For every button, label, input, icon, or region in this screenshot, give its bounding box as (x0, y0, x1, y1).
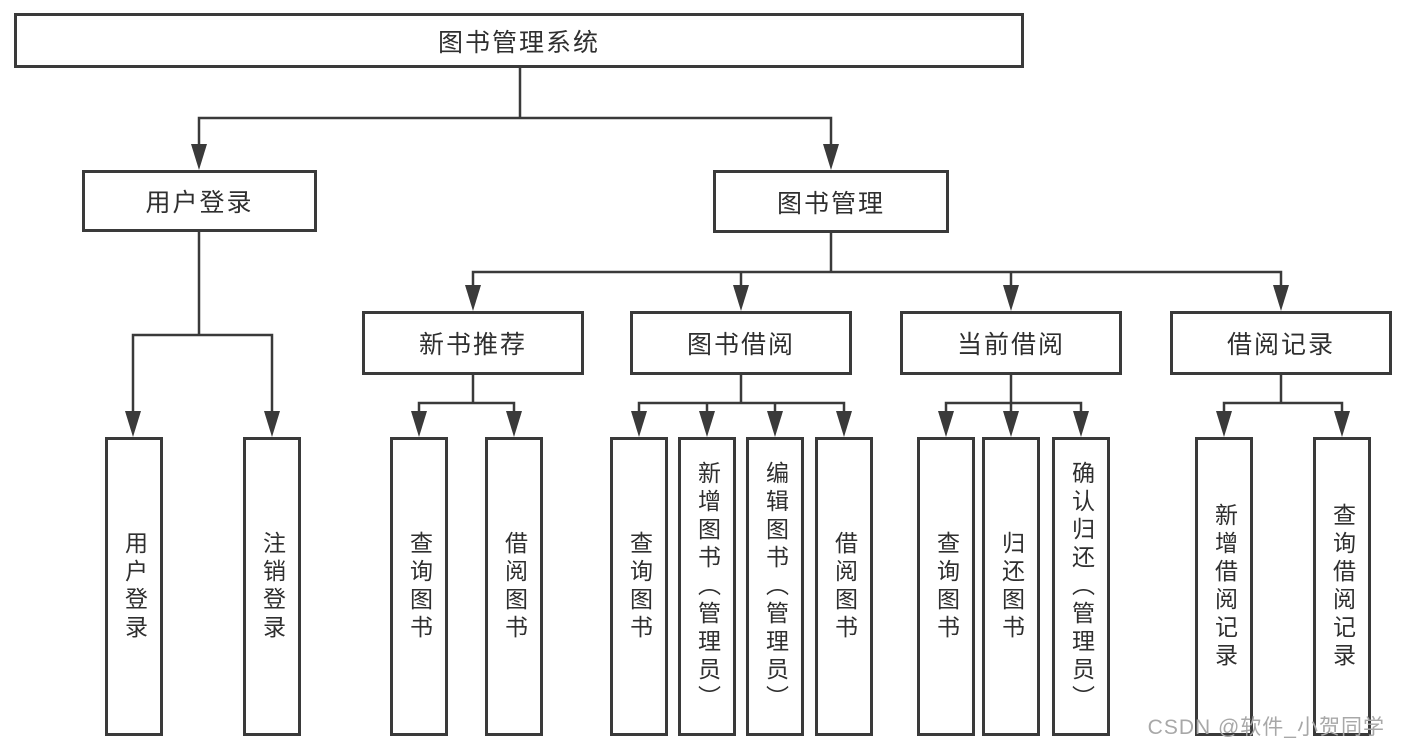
arrowhead-icon (125, 411, 141, 437)
leaf-add-borrow-record: 新增借阅记录 (1195, 437, 1253, 736)
connector-login-to-leaves (131, 230, 274, 417)
arrowhead-icon (733, 285, 749, 311)
leaf-query-books-recommend: 查询图书 (390, 437, 448, 736)
node-user-login: 用户登录 (82, 170, 317, 232)
leaf-return-books: 归还图书 (982, 437, 1040, 736)
leaf-query-borrow-record: 查询借阅记录 (1313, 437, 1371, 736)
leaf-logout: 注销登录 (243, 437, 301, 736)
leaf-confirm-return-admin: 确认归还（管理员） (1052, 437, 1110, 736)
node-borrowing-records: 借阅记录 (1170, 311, 1392, 375)
leaf-user-login: 用户登录 (105, 437, 163, 736)
leaf-add-books-admin: 新增图书（管理员） (678, 437, 736, 736)
arrowhead-icon (264, 411, 280, 437)
arrowhead-icon (411, 411, 427, 437)
arrowhead-icon (823, 144, 839, 170)
csdn-watermark: CSDN @软件_小贺同学 (1147, 716, 1385, 739)
connector-mgmt-to-level3 (471, 231, 1283, 291)
node-library-management-system: 图书管理系统 (14, 13, 1024, 68)
arrowhead-icon (1003, 285, 1019, 311)
arrowhead-icon (1273, 285, 1289, 311)
arrowhead-icon (1003, 411, 1019, 437)
arrowhead-icon (699, 411, 715, 437)
node-new-book-recommendation: 新书推荐 (362, 311, 584, 375)
arrowhead-icon (938, 411, 954, 437)
arrowhead-icon (465, 285, 481, 311)
leaf-query-books-borrowing: 查询图书 (610, 437, 668, 736)
arrowhead-icon (1334, 411, 1350, 437)
arrowhead-icon (767, 411, 783, 437)
arrowhead-icon (191, 144, 207, 170)
node-current-borrowing: 当前借阅 (900, 311, 1122, 375)
arrowhead-icon (836, 411, 852, 437)
leaf-borrow-books-borrowing: 借阅图书 (815, 437, 873, 736)
connector-borrow-to-leaves (637, 373, 846, 417)
connector-rec-to-leaves (417, 373, 516, 417)
node-book-management: 图书管理 (713, 170, 949, 233)
arrowhead-icon (631, 411, 647, 437)
arrowhead-icon (1073, 411, 1089, 437)
node-book-borrowing: 图书借阅 (630, 311, 852, 375)
leaf-query-books-current: 查询图书 (917, 437, 975, 736)
connector-root-to-level2 (197, 66, 833, 150)
leaf-edit-books-admin: 编辑图书（管理员） (746, 437, 804, 736)
connector-records-to-leaves (1222, 373, 1344, 417)
arrowheads (125, 144, 1350, 437)
connector-current-to-leaves (944, 373, 1083, 417)
arrowhead-icon (1216, 411, 1232, 437)
arrowhead-icon (506, 411, 522, 437)
leaf-borrow-books-recommend: 借阅图书 (485, 437, 543, 736)
